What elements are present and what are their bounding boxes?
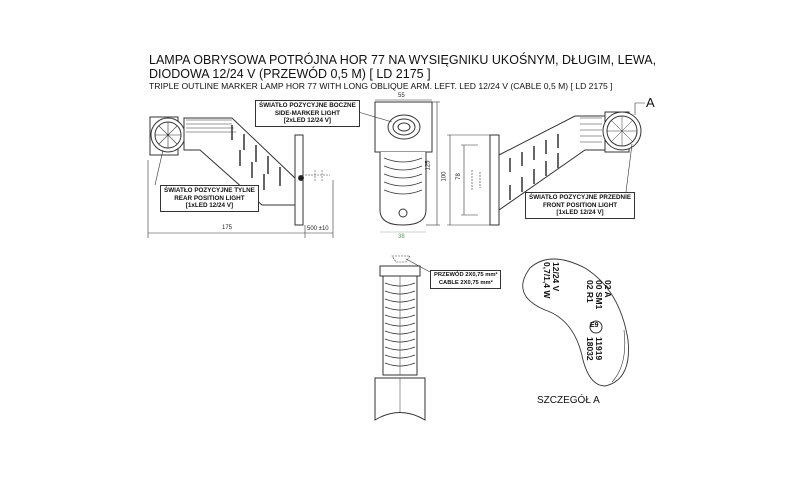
dim-height-holes: 78 — [455, 173, 462, 180]
approval-mark-circle — [589, 320, 603, 334]
dim-height-total: 125 — [425, 160, 432, 171]
title-line-1: LAMPA OBRYSOWA POTRÓJNA HOR 77 NA WYSIĘG… — [149, 53, 657, 67]
detail-a-outline — [522, 258, 629, 387]
approval-mark: E9 — [590, 322, 599, 329]
title-line-2: DIODOWA 12/24 V (PRZEWÓD 0,5 M) [ LD 217… — [149, 67, 431, 81]
left-view-dimensions — [147, 160, 334, 238]
bottom-view-lamp — [374, 255, 431, 421]
dim-length: 175 — [222, 225, 233, 231]
dim-width-bottom: 38 — [398, 234, 405, 240]
dim-width-top: 55 — [398, 93, 405, 99]
middle-view-lamp — [354, 101, 433, 226]
left-view-lamp — [149, 116, 330, 226]
plate-dimensions — [447, 134, 490, 226]
detail-caption: SZCZEGÓŁ A — [537, 395, 600, 406]
right-view-lamp — [489, 102, 645, 226]
dim-cable-length: 500 ±10 — [307, 226, 329, 232]
subtitle: TRIPLE OUTLINE MARKER LAMP HOR 77 WITH L… — [149, 81, 613, 91]
dim-height-plate: 100 — [441, 171, 448, 182]
middle-view-dimensions — [375, 99, 440, 233]
detail-marker-a: A — [646, 95, 655, 110]
